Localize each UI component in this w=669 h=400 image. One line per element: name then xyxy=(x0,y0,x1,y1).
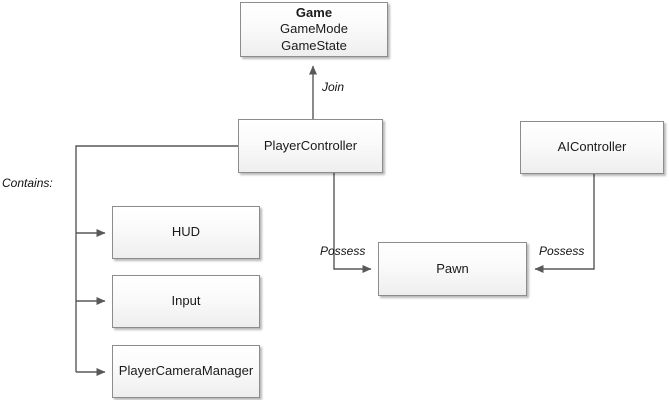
label-contains: Contains: xyxy=(2,176,53,190)
node-ai-controller[interactable]: AIController xyxy=(520,121,664,174)
node-game[interactable]: Game GameMode GameState xyxy=(240,2,388,57)
node-game-gamestate: GameState xyxy=(281,37,347,53)
node-ai-controller-label: AIController xyxy=(557,139,627,155)
wire-possess-player xyxy=(333,173,372,273)
node-pawn[interactable]: Pawn xyxy=(378,242,527,296)
wire-contains-trunk xyxy=(75,145,238,372)
node-hud[interactable]: HUD xyxy=(112,206,260,259)
label-possess-ai: Possess xyxy=(539,244,585,258)
node-player-camera-manager-label: PlayerCameraManager xyxy=(118,363,254,379)
label-possess-player: Possess xyxy=(320,244,366,258)
node-game-title: Game xyxy=(295,5,333,21)
node-input[interactable]: Input xyxy=(112,275,260,328)
node-player-camera-manager[interactable]: PlayerCameraManager xyxy=(112,345,260,398)
wire-possess-ai xyxy=(534,174,595,273)
label-join: Join xyxy=(322,80,345,94)
node-hud-label: HUD xyxy=(171,224,201,240)
node-input-label: Input xyxy=(171,293,201,309)
node-pawn-label: Pawn xyxy=(436,260,469,276)
node-player-controller[interactable]: PlayerController xyxy=(238,119,383,173)
node-player-controller-label: PlayerController xyxy=(263,137,358,153)
node-game-gamemode: GameMode xyxy=(280,21,348,37)
